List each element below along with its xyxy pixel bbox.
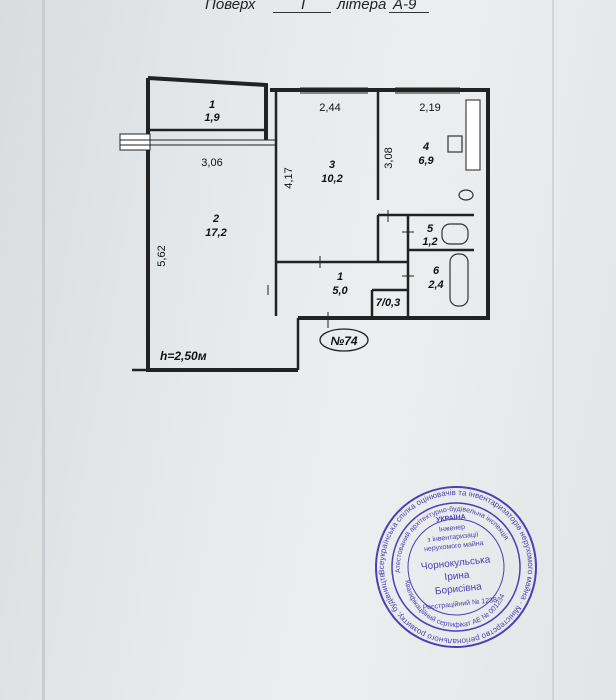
dimension-ticks bbox=[267, 210, 414, 328]
dimension-labels: 2,44 2,19 3,06 4,17 3,08 5,62 bbox=[156, 102, 441, 267]
inner-walls bbox=[132, 92, 474, 372]
room-labels: 1 1,9 2 17,2 3 10,2 4 6,9 5 1,2 6 2,4 1 … bbox=[204, 99, 443, 309]
stamp-outer-ring bbox=[375, 486, 537, 648]
stamp-role-1: Інженер bbox=[439, 524, 466, 534]
letter-value: А-9 bbox=[393, 0, 417, 13]
room-6-area: 2,4 bbox=[427, 279, 443, 291]
stamp-center: УКРАЇНА Інженер з інвентаризації нерухом… bbox=[420, 513, 497, 612]
room-corridor-number: 1 bbox=[337, 271, 343, 283]
room-2-number: 2 bbox=[212, 213, 219, 225]
room-5-area: 1,2 bbox=[422, 236, 437, 248]
stamp-name-3: Борисівна bbox=[434, 581, 482, 597]
letter-label: літера bbox=[337, 0, 387, 13]
letter-underline bbox=[389, 12, 429, 13]
room-6-number: 6 bbox=[433, 265, 440, 277]
room-4-number: 4 bbox=[422, 141, 429, 153]
dimension-4-17: 4,17 bbox=[283, 167, 295, 188]
stamp-country: УКРАЇНА bbox=[436, 513, 466, 524]
stamp-name-2: Ірина bbox=[444, 570, 470, 584]
apartment-number-oval bbox=[319, 328, 369, 352]
dimension-3-06: 3,06 bbox=[201, 157, 222, 169]
page-edge-shadow bbox=[552, 0, 554, 700]
dimension-2-44: 2,44 bbox=[319, 102, 340, 114]
room-1-area: 1,9 bbox=[204, 112, 220, 124]
ceiling-height: h=2,50м bbox=[160, 349, 207, 363]
dimension-5-62: 5,62 bbox=[156, 245, 168, 266]
room-1-number: 1 bbox=[209, 99, 215, 111]
stamp-name-1: Чорнокульська bbox=[420, 554, 491, 572]
floor-underline bbox=[273, 12, 331, 13]
floor-label: Поверх bbox=[205, 0, 256, 13]
windows bbox=[119, 87, 481, 171]
room-7-label: 7/0,3 bbox=[376, 297, 400, 309]
floor-value: I bbox=[301, 0, 306, 13]
dimension-3-08: 3,08 bbox=[383, 147, 395, 168]
floor-header: Поверх I літера А-9 bbox=[205, 0, 465, 16]
fixtures bbox=[441, 135, 474, 307]
room-3-number: 3 bbox=[329, 159, 335, 171]
room-2-area: 17,2 bbox=[205, 227, 226, 239]
outer-walls bbox=[146, 76, 490, 372]
room-4-area: 6,9 bbox=[418, 155, 434, 167]
stamp-inner-ring bbox=[391, 502, 521, 632]
page-fold-shadow bbox=[42, 0, 45, 700]
stamp-core-ring bbox=[407, 518, 505, 616]
room-corridor-area: 5,0 bbox=[332, 285, 348, 297]
official-stamp: Всеукраїнська спілка оцінювачів та інвен… bbox=[0, 0, 543, 694]
room-3-area: 10,2 bbox=[321, 173, 342, 185]
apartment-number: №74 bbox=[330, 334, 357, 348]
stamp-registration: Реєстраційний № 1238 bbox=[422, 596, 497, 612]
dimension-2-19: 2,19 bbox=[419, 102, 440, 114]
room-5-number: 5 bbox=[427, 223, 434, 235]
